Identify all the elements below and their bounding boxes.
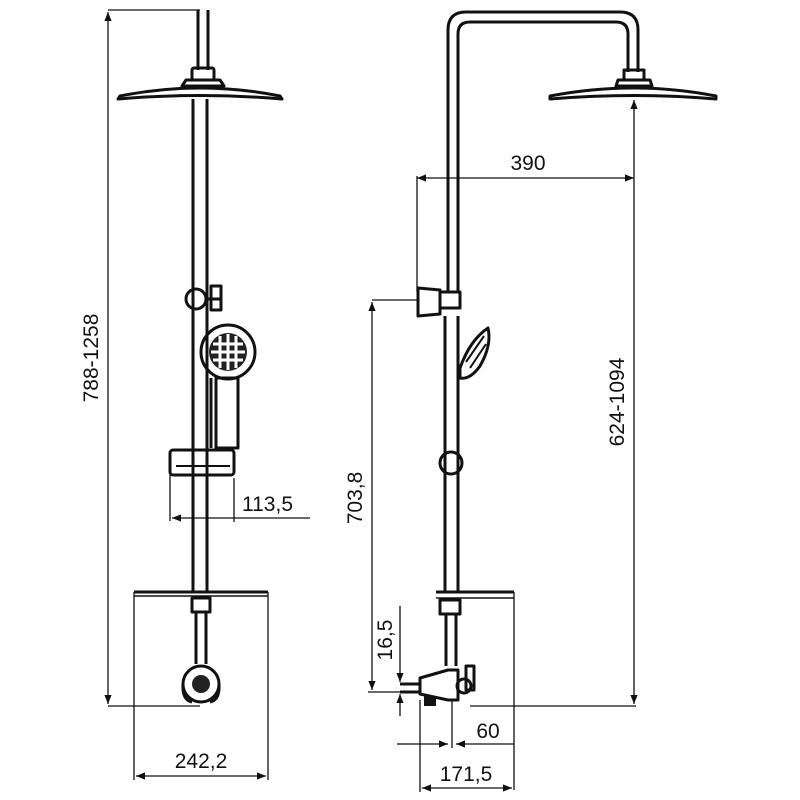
- tray-side: [436, 590, 515, 790]
- slider-knob-side: [438, 450, 464, 476]
- main-column-front: [191, 99, 209, 592]
- inlet-offset-label: 60: [476, 720, 499, 743]
- shower-head-front: [116, 66, 284, 101]
- lower-valve-front: [181, 596, 221, 704]
- total-height-label: 788-1258: [80, 314, 103, 403]
- column-height-label: 624-1094: [606, 357, 629, 446]
- dimension-holder-height: 703,8: [344, 302, 420, 693]
- front-view: 788-1258: [80, 9, 310, 780]
- slider-knob-front: [184, 284, 223, 312]
- holder-front: [168, 448, 236, 521]
- side-view: 390 624-1094: [344, 10, 718, 792]
- holder-side: [372, 286, 462, 318]
- arm-reach-label: 390: [510, 152, 545, 175]
- tray-front: [133, 590, 269, 780]
- dimension-valve-depth: 171,5: [422, 763, 512, 792]
- valve-side: [400, 664, 476, 706]
- hand-shower-side: [456, 326, 491, 444]
- dimension-arm-reach: 390: [416, 152, 634, 292]
- handshower-offset-label: 113,5: [242, 493, 293, 516]
- dimension-tray-width: 242,2: [136, 750, 266, 780]
- shower-head-side: [548, 68, 718, 101]
- dimension-total-height: 788-1258: [80, 9, 200, 707]
- dimension-column-height: 624-1094: [470, 100, 638, 707]
- valve-offset-label: 16,5: [374, 620, 397, 661]
- dimension-inlet-offset: 60: [397, 700, 514, 792]
- dimension-handshower-offset: 113,5: [172, 478, 310, 522]
- holder-height-label: 703,8: [344, 472, 367, 525]
- tray-width-label: 242,2: [175, 750, 228, 773]
- hand-shower-front: [199, 323, 257, 450]
- overhead-arm: [196, 10, 210, 70]
- curved-arm-side: [446, 10, 640, 292]
- dimension-valve-offset: 16,5: [374, 606, 404, 716]
- valve-depth-label: 171,5: [440, 763, 493, 786]
